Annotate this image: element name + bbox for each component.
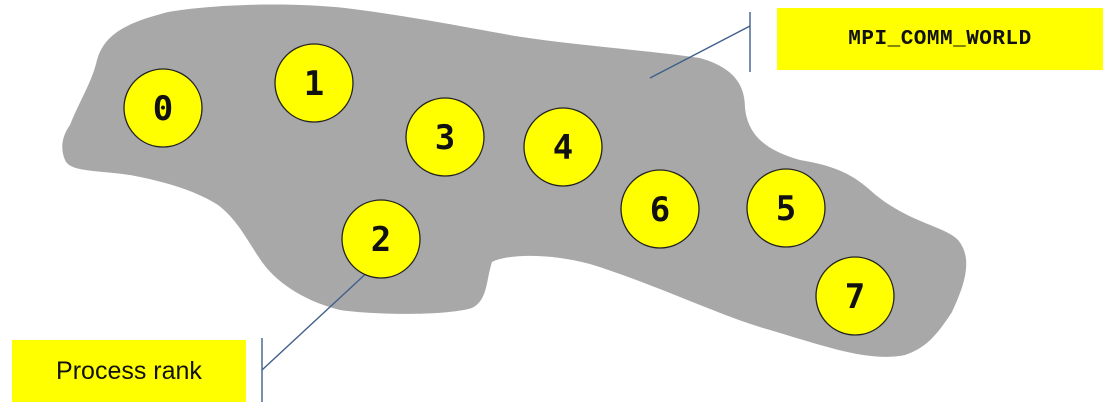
process-1-rank: 1: [304, 64, 324, 104]
process-5: 5: [746, 168, 826, 248]
rank-leader-line: [261, 267, 373, 371]
process-0: 0: [123, 68, 203, 148]
process-3: 3: [405, 97, 485, 177]
process-2: 2: [341, 199, 421, 279]
process-6-rank: 6: [650, 190, 670, 230]
process-7-rank: 7: [845, 277, 865, 317]
communicator-label: MPI_COMM_WORLD: [777, 8, 1103, 70]
process-1: 1: [274, 43, 354, 123]
process-6: 6: [620, 169, 700, 249]
process-2-rank: 2: [371, 220, 391, 260]
process-4: 4: [523, 107, 603, 187]
process-3-rank: 3: [435, 118, 455, 158]
process-7: 7: [815, 256, 895, 336]
communicator-leader-line: [649, 25, 751, 79]
process-5-rank: 5: [776, 189, 796, 229]
process-0-rank: 0: [153, 89, 173, 129]
process-4-rank: 4: [553, 128, 573, 168]
process-rank-label: Process rank: [12, 340, 246, 402]
